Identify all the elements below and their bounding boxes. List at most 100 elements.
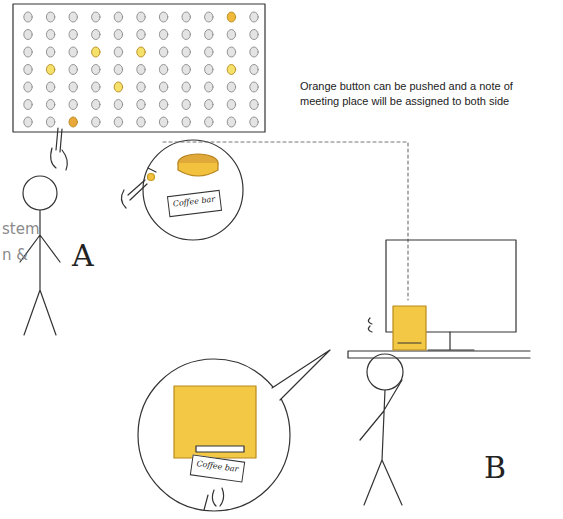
push-button: [137, 82, 145, 92]
push-button: [46, 12, 54, 22]
push-button: [92, 12, 100, 22]
push-button: [137, 117, 145, 127]
note-slip: Coffee bar: [167, 190, 222, 217]
push-button: [182, 65, 190, 75]
push-button: [46, 82, 54, 92]
push-button: [24, 117, 32, 127]
push-button: [69, 117, 77, 127]
button-board: [13, 4, 265, 132]
push-button: [205, 12, 213, 22]
push-button: [159, 30, 167, 40]
slip-text: Coffee bar: [172, 194, 216, 209]
push-button: [92, 117, 100, 127]
push-button: [205, 82, 213, 92]
push-button: [69, 12, 77, 22]
push-button: [182, 30, 190, 40]
push-button: [227, 47, 235, 57]
monitor-stand: [428, 332, 474, 350]
push-button: [114, 117, 122, 127]
push-button: [250, 82, 258, 92]
push-button: [227, 65, 235, 75]
push-button: [159, 12, 167, 22]
push-button: [24, 82, 32, 92]
push-button: [24, 100, 32, 110]
push-button: [227, 82, 235, 92]
dashed-link: [163, 142, 408, 300]
push-button: [114, 47, 122, 57]
push-button: [92, 82, 100, 92]
push-button: [159, 117, 167, 127]
push-button: [69, 47, 77, 57]
push-button: [114, 65, 122, 75]
push-button: [137, 47, 145, 57]
push-button: [250, 12, 258, 22]
push-button: [69, 82, 77, 92]
person-b-body: [360, 380, 402, 505]
push-button: [250, 117, 258, 127]
push-button: [114, 82, 122, 92]
push-button: [205, 117, 213, 127]
push-button: [24, 12, 32, 22]
push-button: [227, 117, 235, 127]
push-button: [24, 65, 32, 75]
push-button: [227, 12, 235, 22]
printer-slot: [398, 342, 421, 343]
slip-text: Coffee bar: [196, 459, 240, 475]
bubble-tail: [272, 350, 330, 400]
push-button: [24, 47, 32, 57]
push-button: [182, 82, 190, 92]
push-button: [205, 100, 213, 110]
push-button: [159, 47, 167, 57]
cropped-text: n &: [2, 246, 28, 264]
push-button: [69, 65, 77, 75]
push-button: [137, 100, 145, 110]
push-button: [137, 12, 145, 22]
push-button: [46, 117, 54, 127]
push-button: [182, 12, 190, 22]
push-button: [114, 100, 122, 110]
sound-mark: [368, 318, 372, 332]
push-button: [159, 82, 167, 92]
person-b-head: [367, 354, 403, 390]
bubble-tail: [148, 168, 156, 172]
push-button: [227, 30, 235, 40]
push-button: [250, 30, 258, 40]
push-button: [182, 117, 190, 127]
push-button: [182, 47, 190, 57]
callout-bubble-b: [138, 359, 290, 511]
push-button: [46, 100, 54, 110]
hand-pressing: [121, 180, 147, 208]
push-button: [182, 100, 190, 110]
hand-taking: [204, 488, 224, 510]
push-button: [159, 65, 167, 75]
callout-bubble-a: [143, 140, 243, 240]
push-button: [92, 65, 100, 75]
push-button: [250, 100, 258, 110]
push-button: [69, 30, 77, 40]
push-button: [137, 65, 145, 75]
cropped-text: stem: [2, 220, 40, 238]
printer-box-large: [174, 386, 256, 458]
push-button: [159, 100, 167, 110]
person-a-head: [23, 176, 57, 210]
note-slip: Coffee bar: [190, 454, 245, 482]
push-button: [137, 30, 145, 40]
push-button: [92, 100, 100, 110]
orange-button-small: [148, 174, 155, 181]
push-button: [205, 47, 213, 57]
push-button: [92, 47, 100, 57]
annotation-note: Orange button can be pushed and a note o…: [300, 79, 515, 109]
person-label: B: [484, 452, 506, 484]
push-button: [114, 12, 122, 22]
push-button: [24, 30, 32, 40]
orange-button-side: [178, 163, 218, 176]
push-button: [46, 30, 54, 40]
pointing-hand: [51, 128, 68, 170]
push-button: [250, 47, 258, 57]
button-grid: [24, 12, 258, 127]
push-button: [205, 30, 213, 40]
push-button: [92, 30, 100, 40]
push-button: [114, 30, 122, 40]
push-button: [46, 65, 54, 75]
